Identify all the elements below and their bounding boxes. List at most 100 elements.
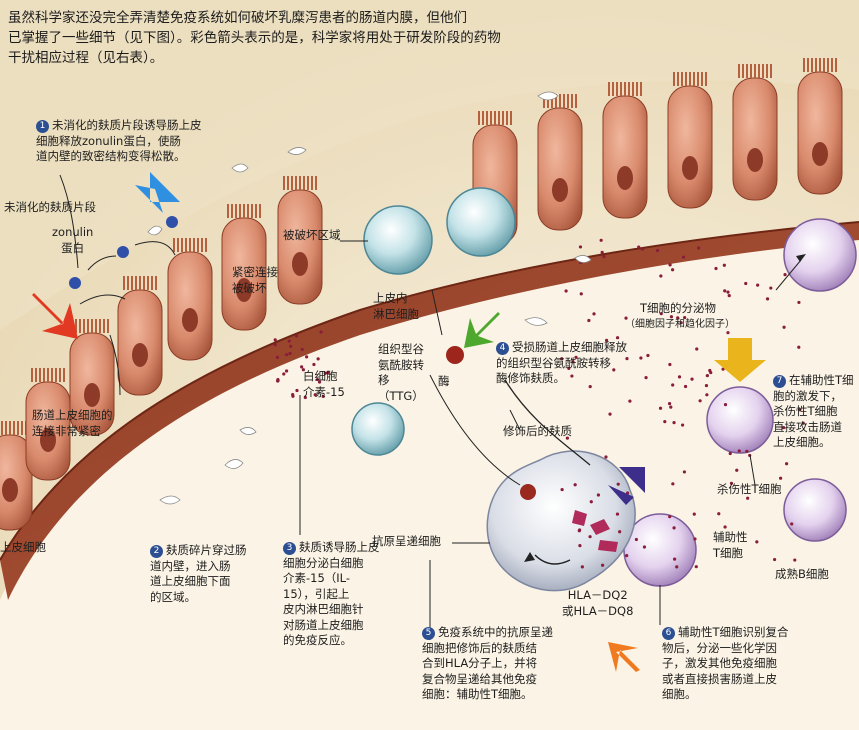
cytokine-dot [667,402,672,406]
cytokine-dot [672,526,676,530]
intraepithelial-lymphocyte [363,205,433,275]
cytokine-dot [692,512,696,516]
cytokine-dot [574,355,578,359]
step-1-text: 未消化的麸质片段诱导肠上皮 细胞释放zonulin蛋白，使肠 道内壁的致密结构变… [36,118,202,163]
cytokine-dot [571,360,575,364]
cytokine-dot [681,423,685,427]
cytokine-dot [781,425,786,430]
hla-label: HLA－DQ2 或HLA－DQ8 [562,588,634,618]
cytokine-dot [600,563,605,567]
interleukin-dot [321,394,325,398]
epithelial-cell [732,77,778,201]
epithelial-cell-label: 上皮细胞 [0,540,46,554]
cytokine-dot [624,316,628,320]
cytokine-dot [564,289,568,293]
cell-nucleus [40,428,56,452]
cytokine-dot [737,449,741,453]
killer-t-cell [706,386,774,454]
t-secretions-sub-label: （细胞因子和趋化因子） [625,319,735,330]
mature-b-label: 成熟B细胞 [775,567,829,581]
interleukin-dot [275,355,280,359]
step-2-text: 麸质碎片穿过肠 道内壁，进入肠 道上皮细胞下面 的区域。 [150,543,247,604]
interleukin-dot [317,380,322,384]
cell-nucleus [812,142,828,166]
interleukin-dot [300,365,304,369]
cytokine-dot [659,274,663,278]
undigested-gluten-label: 未消化的麸质片段 [4,200,96,214]
cytokine-dot [659,312,663,316]
step-6-number: 6 [662,627,675,640]
cell-nucleus [2,478,18,502]
cytokine-dot [717,512,721,516]
cytokine-dot [745,449,749,453]
cytokine-dot [726,331,730,335]
cytokine-dot [625,554,629,558]
cytokine-dot [668,263,672,267]
cytokine-dot [634,537,638,542]
step-3-number: 3 [283,542,296,555]
cytokine-dot [658,406,663,410]
cytokine-dot [615,512,620,516]
step-5-text: 免疫系统中的抗原呈递 细胞把修饰后的麸质结 合到HLA分子上，并将 复合物呈递给… [422,625,553,701]
cytokine-dot [793,558,797,562]
interleukin-dot [295,388,299,393]
cell-nucleus [682,156,698,180]
interleukin-dot [313,393,317,397]
cytokine-dot [722,263,726,267]
cytokine-dot [669,405,673,409]
cytokine-dot [587,318,591,323]
cytokine-dot [612,368,616,372]
mature-b-cell [783,478,847,542]
cytokine-dot [695,347,699,351]
cytokine-dot [723,289,727,293]
interleukin-dot [289,344,293,348]
cytokine-dot [646,353,650,358]
cytokine-dot [641,247,645,251]
interleukin-dot [301,368,305,372]
helper-t-label: 辅助性 T细胞 [713,530,748,560]
interleukin-dot [303,395,307,400]
cytokine-dot [560,487,564,492]
interleukin-dot [326,371,330,375]
interleukin-dot [276,378,280,382]
cytokine-dot [728,451,732,456]
cytokine-dot [596,493,600,497]
interleukin-dot [273,343,277,347]
cytokine-dot [801,421,805,425]
step-4-text: 受损肠道上皮细胞释放 的组织型谷氨酰胺转移 酶修饰麸质。 [496,340,627,385]
enzyme-label: 酶 [438,374,450,388]
cell-nucleus [182,308,198,332]
cytokine-dot [644,376,648,380]
cytokine-dot [785,462,789,466]
cytokine-dot [683,384,688,389]
epithelial-cell [797,71,843,195]
step-6-text: 辅助性T细胞识别复合 物后，分泌一些化学因 子，激发其他免疫细胞 或者直接损害肠… [662,625,789,701]
epithelial-cell [602,95,648,219]
step-7-text: 在辅助性T细 胞的激发下， 杀伤性T细胞 直接攻击肠道 上皮细胞。 [773,373,854,449]
interleukin-dot [273,338,277,342]
interleukin-dot [284,353,289,357]
cytokine-dot [679,321,683,325]
cytokine-dot [602,254,606,259]
intraepithelial-lymphocyte-label: 上皮内 淋巴细胞 [373,291,419,321]
cytokine-dot [639,356,643,360]
interleukin-dot [291,392,295,397]
cytokine-dot [729,481,734,485]
cytokine-dot [797,300,801,305]
cytokine-dot [565,436,569,440]
interleukin-dot [287,339,291,343]
cytokine-dot [671,482,675,486]
cytokine-dot [779,476,783,480]
cytokine-dot [677,375,682,379]
step-1-number: 1 [36,120,49,133]
cytokine-dot [604,338,609,342]
cytokine-dot [676,316,680,320]
epithelial-cell [277,189,323,305]
interleukin-dot [284,369,289,373]
ttg-label: 组织型谷 氨酰胺转 移 （TTG） [378,342,424,403]
cytokine-dot [588,384,592,389]
